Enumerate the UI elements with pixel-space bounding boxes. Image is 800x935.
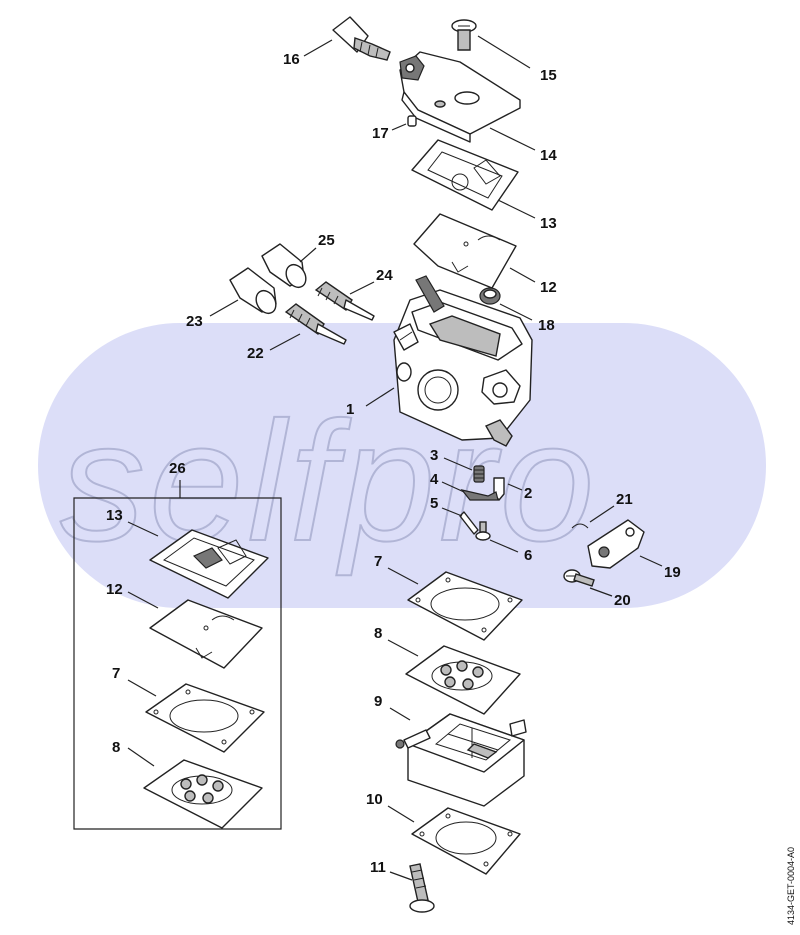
- kit-part-8-plate: 8: [112, 739, 263, 829]
- label-1: 1: [346, 401, 354, 418]
- kit-part-7-gasket: 7: [112, 665, 265, 753]
- part-19-lever: 19: [587, 519, 681, 581]
- label-5: 5: [430, 495, 438, 512]
- label-20: 20: [614, 592, 631, 609]
- part-25-sleeve: 25: [261, 232, 335, 289]
- label-8: 8: [374, 625, 382, 642]
- label-13: 13: [540, 215, 557, 232]
- label-10: 10: [366, 791, 383, 808]
- kit-part-13-gasket: 13: [106, 507, 269, 599]
- label-kit-12: 12: [106, 581, 123, 598]
- part-4-lever: 4: [430, 471, 499, 501]
- part-22-needle: 22: [247, 303, 347, 362]
- label-2: 2: [524, 485, 532, 502]
- kit-box: 26: [73, 460, 282, 830]
- part-17-valve: 17: [372, 115, 417, 142]
- part-11-screw: 11: [370, 859, 435, 913]
- part-5-pin: 5: [430, 495, 479, 535]
- part-21-clip: 21: [571, 491, 633, 529]
- label-24: 24: [376, 267, 393, 284]
- label-kit-13: 13: [106, 507, 123, 524]
- label-6: 6: [524, 547, 532, 564]
- part-18-nut: 18: [479, 287, 555, 334]
- part-16-screw: 16: [283, 16, 391, 68]
- part-24-needle: 24: [314, 267, 393, 321]
- part-8-plate: 8: [374, 625, 521, 715]
- part-10-gasket: 10: [366, 791, 521, 875]
- part-1-carburetor-body: 1: [346, 275, 533, 447]
- kit-box-frame: [73, 497, 282, 830]
- watermark: selfpro: [38, 323, 766, 608]
- part-23-sleeve: 23: [186, 267, 277, 330]
- label-19: 19: [664, 564, 681, 581]
- label-kit-8: 8: [112, 739, 120, 756]
- label-3: 3: [430, 447, 438, 464]
- kit-part-12-diaphragm: 12: [106, 581, 263, 669]
- part-6-screw: 6: [475, 521, 532, 564]
- label-4: 4: [430, 471, 439, 488]
- label-9: 9: [374, 693, 382, 710]
- part-7-gasket: 7: [374, 553, 523, 641]
- part-15-screw: 15: [451, 19, 557, 84]
- label-16: 16: [283, 51, 300, 68]
- label-15: 15: [540, 67, 557, 84]
- part-9-pump-body: 9: [374, 693, 527, 807]
- part-14-cover: 14: [399, 51, 557, 164]
- label-12: 12: [540, 279, 557, 296]
- label-kit-7: 7: [112, 665, 120, 682]
- label-21: 21: [616, 491, 633, 508]
- label-23: 23: [186, 313, 203, 330]
- part-13-gasket: 13: [411, 139, 557, 232]
- label-22: 22: [247, 345, 264, 362]
- part-12-diaphragm: 12: [413, 213, 557, 296]
- label-7: 7: [374, 553, 382, 570]
- label-17: 17: [372, 125, 389, 142]
- part-20-screw: 20: [563, 569, 631, 609]
- watermark-band: [38, 323, 766, 608]
- part-3-spring: 3: [430, 447, 485, 483]
- label-26: 26: [169, 460, 186, 477]
- label-14: 14: [540, 147, 557, 164]
- label-25: 25: [318, 232, 335, 249]
- label-18: 18: [538, 317, 555, 334]
- label-11: 11: [370, 859, 386, 876]
- document-code: 4134-GET-0004-A0: [786, 847, 796, 925]
